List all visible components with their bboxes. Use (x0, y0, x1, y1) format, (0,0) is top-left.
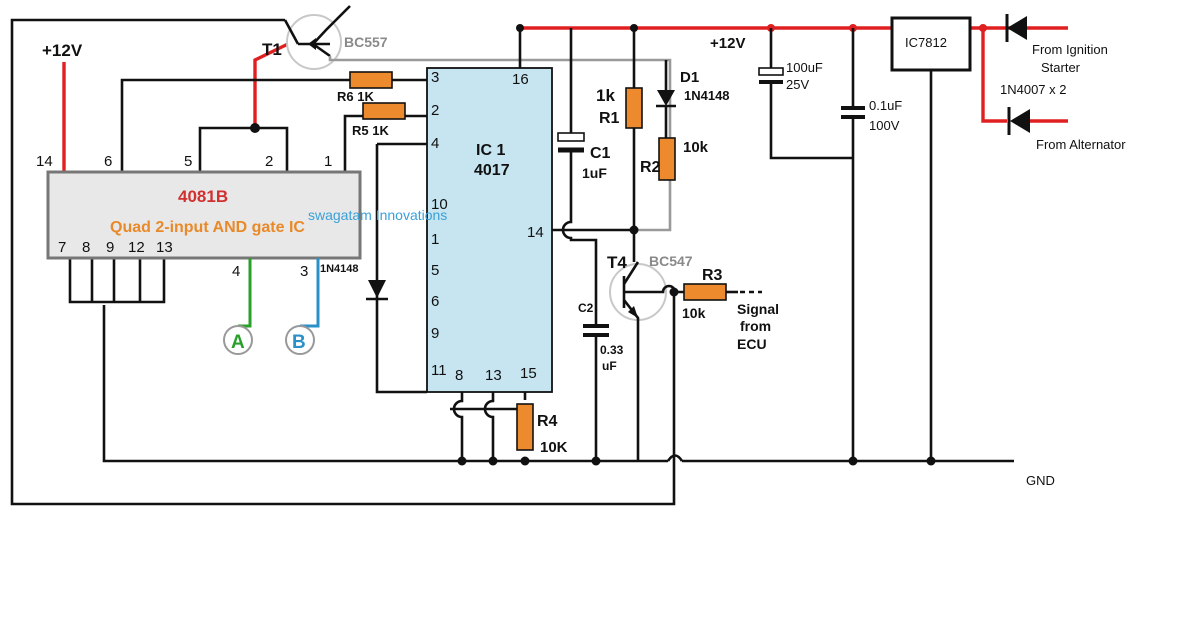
transistor-t4: T4 BC547 (607, 253, 693, 461)
t4-part: BC547 (649, 253, 693, 269)
counter-pin-14: 14 (527, 224, 544, 241)
r2-value: 10k (683, 139, 709, 156)
counter-pin-10: 10 (431, 196, 448, 213)
r6-label: R6 1K (337, 89, 374, 104)
and-gate-ic: 4081B Quad 2-input AND gate IC +12V 14 6… (36, 41, 427, 304)
counter-name-1: IC 1 (476, 142, 505, 159)
capacitor-c2: C2 0.33 uF (578, 301, 624, 461)
supply-mid-label: +12V (710, 35, 745, 52)
r3-ref: R3 (702, 267, 723, 284)
r2-ref: R2 (640, 159, 661, 176)
output-a-label: A (231, 332, 245, 353)
t1-collector-wire (328, 56, 672, 232)
resistor-r5: R5 1K (352, 102, 406, 138)
output-a: A (223, 258, 253, 355)
resistor-r2: R2 10k (640, 137, 709, 181)
and-pin-2: 2 (265, 153, 273, 170)
cap-small-value-1: 0.1uF (869, 98, 902, 113)
c2-value-1: 0.33 (600, 343, 624, 357)
c1-value: 1uF (582, 165, 607, 181)
diodes-label: 1N4007 x 2 (1000, 82, 1067, 97)
c2-value-2: uF (602, 359, 617, 373)
capacitor-100uf: 100uF 25V (758, 28, 853, 160)
t1-ref: T1 (262, 40, 282, 59)
counter-pin-3: 3 (431, 69, 439, 86)
capacitor-0-1uf: 0.1uF 100V (841, 28, 902, 461)
counter-pin-8: 8 (455, 367, 463, 384)
c2-ref: C2 (578, 301, 594, 315)
t4-ref: T4 (607, 253, 627, 272)
r3-value: 10k (682, 305, 706, 321)
resistor-r1: 1k R1 (596, 24, 643, 262)
r1-value: 1k (596, 86, 615, 105)
output-b-label: B (292, 332, 306, 353)
and-pin-4: 4 (232, 263, 240, 280)
watermark-text: swagatam Innovations (308, 207, 447, 223)
d1-part: 1N4148 (684, 88, 730, 103)
cap-big-value-1: 100uF (786, 60, 823, 75)
and-pin-3: 3 (300, 263, 308, 280)
signal-label-1: Signal (737, 301, 779, 317)
counter-pin-4: 4 (431, 135, 439, 152)
regulator-ic7812: IC7812 (890, 16, 972, 461)
signal-label: Signal from ECU (737, 301, 779, 352)
t1-part: BC557 (344, 34, 388, 50)
input-diodes: From Ignition Starter 1N4007 x 2 From Al… (1000, 14, 1126, 152)
counter-pin-16: 16 (512, 71, 529, 88)
and-pin-9: 9 (106, 239, 114, 256)
diode-1n4148-left: 1N4148 (320, 263, 388, 301)
resistor-r6: R6 1K (337, 71, 393, 104)
and-pin-13: 13 (156, 239, 173, 256)
r1-ref: R1 (599, 110, 620, 127)
and-pin-8: 8 (82, 239, 90, 256)
and-pin-14: 14 (36, 153, 53, 170)
and-pin-1: 1 (324, 153, 332, 170)
diode-d1: D1 1N4148 (656, 60, 730, 138)
signal-label-2: from (740, 318, 771, 334)
and-pin-7: 7 (58, 239, 66, 256)
cap-small-value-2: 100V (869, 118, 900, 133)
counter-ic: IC 1 4017 3 2 4 10 1 5 6 9 11 16 14 8 13… (375, 24, 553, 461)
and-gate-name: 4081B (178, 187, 228, 206)
output-b: B (285, 258, 320, 355)
and-pin-5: 5 (184, 153, 192, 170)
resistor-r3: R3 10k (669, 267, 762, 321)
from-ignition-2: Starter (1041, 60, 1081, 75)
resistor-r4: R4 10K (516, 403, 568, 456)
regulator-label: IC7812 (905, 35, 947, 50)
counter-pin-2: 2 (431, 102, 439, 119)
and-pin-12: 12 (128, 239, 145, 256)
and-gate-supply-label: +12V (42, 41, 83, 60)
from-ignition-1: From Ignition (1032, 42, 1108, 57)
signal-label-3: ECU (737, 336, 767, 352)
diode-left-label: 1N4148 (320, 263, 359, 275)
d1-ref: D1 (680, 69, 699, 86)
r4-ref: R4 (537, 413, 558, 430)
feedback-loop-wire (10, 18, 676, 506)
counter-pin-9: 9 (431, 325, 439, 342)
from-alternator: From Alternator (1036, 137, 1126, 152)
transistor-t1: T1 BC557 (262, 5, 388, 70)
r4-value: 10K (540, 439, 568, 456)
and-gate-description: Quad 2-input AND gate IC (110, 219, 305, 236)
counter-pin-6: 6 (431, 293, 439, 310)
capacitor-c1: C1 1uF (557, 28, 611, 325)
r5-label: R5 1K (352, 123, 389, 138)
counter-pin-15: 15 (520, 365, 537, 382)
ground-rail (102, 305, 1014, 466)
counter-name-2: 4017 (474, 162, 510, 179)
c1-ref: C1 (590, 145, 611, 162)
cap-big-value-2: 25V (786, 77, 809, 92)
counter-pin-11: 11 (431, 362, 447, 379)
counter-pin-5: 5 (431, 262, 439, 279)
and-pin-6: 6 (104, 153, 112, 170)
counter-pin-13: 13 (485, 367, 502, 384)
counter-pin-1: 1 (431, 231, 439, 248)
gnd-label: GND (1026, 473, 1055, 488)
